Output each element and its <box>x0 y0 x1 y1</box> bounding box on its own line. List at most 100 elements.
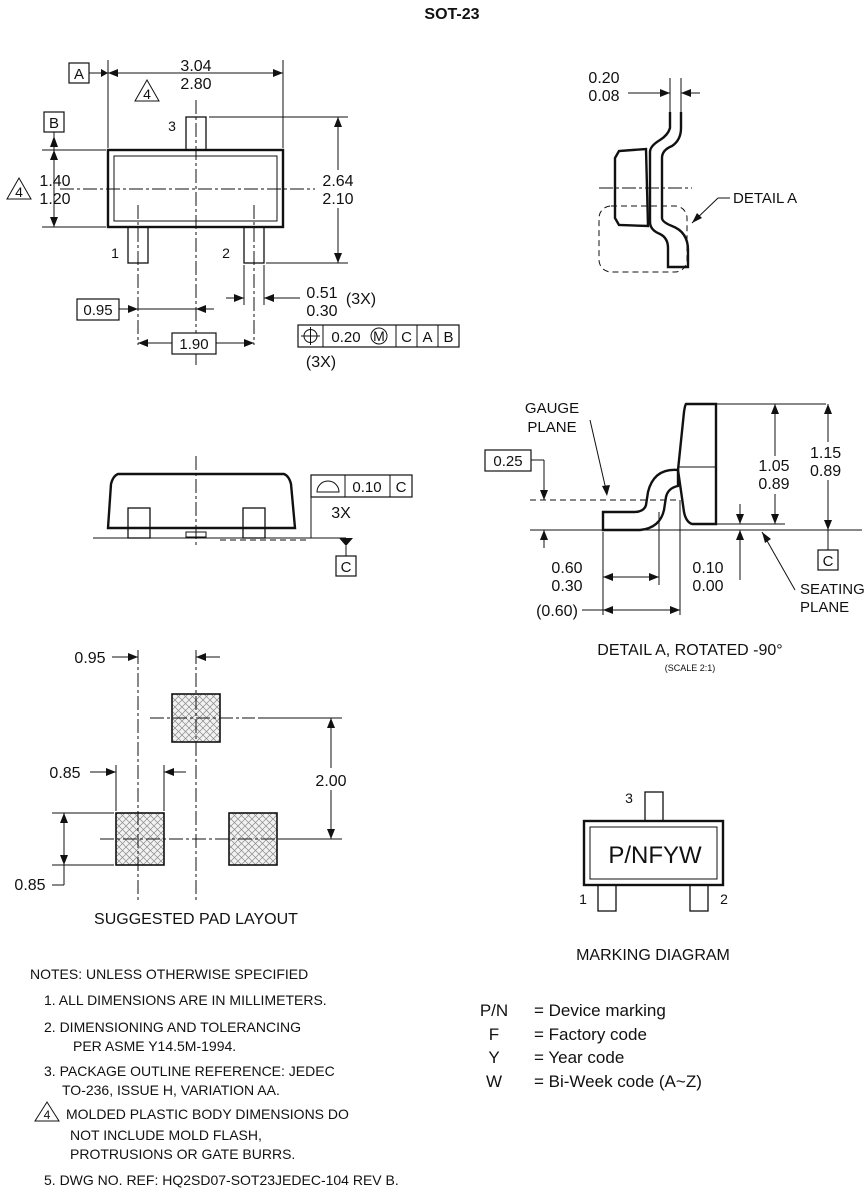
body-height-max: 1.40 <box>39 173 70 190</box>
note-4-number: 4 <box>44 1108 51 1122</box>
lead-profile <box>648 112 690 269</box>
side-body <box>106 472 297 530</box>
fcf-datum-3: B <box>443 329 453 346</box>
marking-legend: P/N = Device marking F = Factory code Y … <box>480 1001 702 1091</box>
detail-a-outline <box>598 205 688 273</box>
note-4-triangle-icon <box>34 1101 60 1122</box>
pad-span: 2.00 <box>315 773 346 790</box>
notes: NOTES: UNLESS OTHERWISE SPECIFIED 1. ALL… <box>30 966 399 1188</box>
note-3b: TO-236, ISSUE H, VARIATION AA. <box>62 1082 280 1098</box>
coplanarity-qty: 3X <box>331 505 351 522</box>
legend-key: W <box>486 1072 502 1091</box>
legend-key: F <box>489 1025 499 1044</box>
marking-pin2: 2 <box>720 891 728 907</box>
detail-a-caption: DETAIL A, ROTATED -90° <box>597 642 782 659</box>
datum-c-label-detail: C <box>823 553 834 570</box>
note-2a: 2. DIMENSIONING AND TOLERANCING <box>44 1019 301 1035</box>
marking-pin1: 1 <box>579 891 587 907</box>
profile-surface-icon <box>316 480 340 493</box>
note-4-number: 4 <box>15 184 23 200</box>
overall-height-min: 2.10 <box>322 191 353 208</box>
height-a-max: 1.05 <box>758 458 789 475</box>
notes-heading: NOTES: UNLESS OTHERWISE SPECIFIED <box>30 966 308 982</box>
fcf-tolerance: 0.20 <box>331 329 360 346</box>
pad-width: 0.85 <box>49 765 80 782</box>
position-tolerance-frame: 0.20 M C A B <box>297 324 460 348</box>
coplanarity-datum: C <box>396 479 407 496</box>
note-4-number: 4 <box>143 86 151 102</box>
pin-3-label: 3 <box>168 118 176 134</box>
lead-width-min: 0.30 <box>306 303 337 320</box>
detail-a-scale: (SCALE 2:1) <box>665 663 716 673</box>
note-4-triangle-icon <box>6 176 32 200</box>
standoff-min: 0.00 <box>692 578 723 595</box>
fcf-qty: (3X) <box>306 354 336 371</box>
marking-body <box>582 819 725 887</box>
top-view: A 3.04 2.80 4 B 3 1 2 <box>6 58 460 371</box>
datum-b-label: B <box>49 115 59 132</box>
seating-plane-line2: PLANE <box>800 599 849 616</box>
drawing-title: SOT-23 <box>424 6 479 23</box>
legend-key: P/N <box>480 1001 508 1020</box>
legend-desc: = Device marking <box>534 1001 666 1020</box>
foot-min: 0.30 <box>551 578 582 595</box>
pin-span: 1.90 <box>179 336 208 353</box>
fcf-datum-1: C <box>401 329 412 346</box>
note-4a: MOLDED PLASTIC BODY DIMENSIONS DO <box>66 1106 349 1122</box>
width-min: 2.80 <box>180 76 211 93</box>
datum-c-label: C <box>341 559 352 576</box>
foot-ref: (0.60) <box>536 603 578 620</box>
lead-thk-max: 0.20 <box>588 70 619 87</box>
detail-a-view: GAUGE PLANE 0.25 1.05 0.89 1.15 0.89 <box>484 400 868 673</box>
note-3a: 3. PACKAGE OUTLINE REFERENCE: JEDEC <box>44 1063 335 1079</box>
gauge-plane-line1: GAUGE <box>525 400 579 417</box>
fcf-modifier: M <box>373 328 385 344</box>
note-4-triangle-icon <box>134 78 160 102</box>
lead-thk-min: 0.08 <box>588 88 619 105</box>
pad-layout-caption: SUGGESTED PAD LAYOUT <box>94 911 298 928</box>
datum-a-label: A <box>74 66 84 83</box>
coplanarity-value: 0.10 <box>352 479 381 496</box>
note-4b: NOT INCLUDE MOLD FLASH, <box>70 1127 262 1143</box>
gauge-value: 0.25 <box>493 453 522 470</box>
pin-1-label: 1 <box>111 245 119 261</box>
gauge-plane-line2: PLANE <box>527 419 576 436</box>
detail-a-label: DETAIL A <box>733 190 797 207</box>
end-view: 0.20 0.08 DETAIL A <box>588 70 797 273</box>
marking-pin3: 3 <box>625 790 633 806</box>
lead-width-max: 0.51 <box>306 285 337 302</box>
foot-max: 0.60 <box>551 560 582 577</box>
detail-lead <box>601 468 680 532</box>
pin-2-label: 2 <box>222 245 230 261</box>
standoff-max: 0.10 <box>692 560 723 577</box>
legend-key: Y <box>488 1048 499 1067</box>
note-4c: PROTRUSIONS OR GATE BURRS. <box>70 1146 295 1162</box>
note-5: 5. DWG NO. REF: HQ2SD07-SOT23JEDEC-104 R… <box>44 1172 399 1188</box>
legend-desc: = Factory code <box>534 1025 647 1044</box>
legend-desc: = Year code <box>534 1048 624 1067</box>
note-1: 1. ALL DIMENSIONS ARE IN MILLIMETERS. <box>44 992 327 1008</box>
fcf-datum-2: A <box>422 329 432 346</box>
side-view: 0.10 C 3X C <box>93 456 413 577</box>
lead-qty: (3X) <box>346 291 376 308</box>
marking-code: P/NFYW <box>608 842 702 869</box>
width-max: 3.04 <box>180 58 211 75</box>
marking-caption: MARKING DIAGRAM <box>576 947 730 964</box>
marking-diagram: 3 P/NFYW 1 2 MARKING DIAGRAM <box>576 790 730 964</box>
height-a-min: 0.89 <box>758 476 789 493</box>
mmc-circle-icon <box>370 327 388 345</box>
pin-pitch: 0.95 <box>83 302 112 319</box>
body-height-min: 1.20 <box>39 191 70 208</box>
detail-body <box>676 402 718 526</box>
overall-height-max: 2.64 <box>322 173 353 190</box>
note-2b: PER ASME Y14.5M-1994. <box>73 1038 236 1054</box>
height-b-max: 1.15 <box>810 445 841 462</box>
datum-c-box <box>335 555 357 577</box>
pad-layout: 0.95 0.85 0.85 2.00 SUGGESTED PAD LAYOUT <box>14 650 351 928</box>
legend-desc: = Bi-Week code (A~Z) <box>534 1072 702 1091</box>
pad-pitch: 0.95 <box>74 650 105 667</box>
height-b-min: 0.89 <box>810 463 841 480</box>
pad-height: 0.85 <box>14 877 45 894</box>
